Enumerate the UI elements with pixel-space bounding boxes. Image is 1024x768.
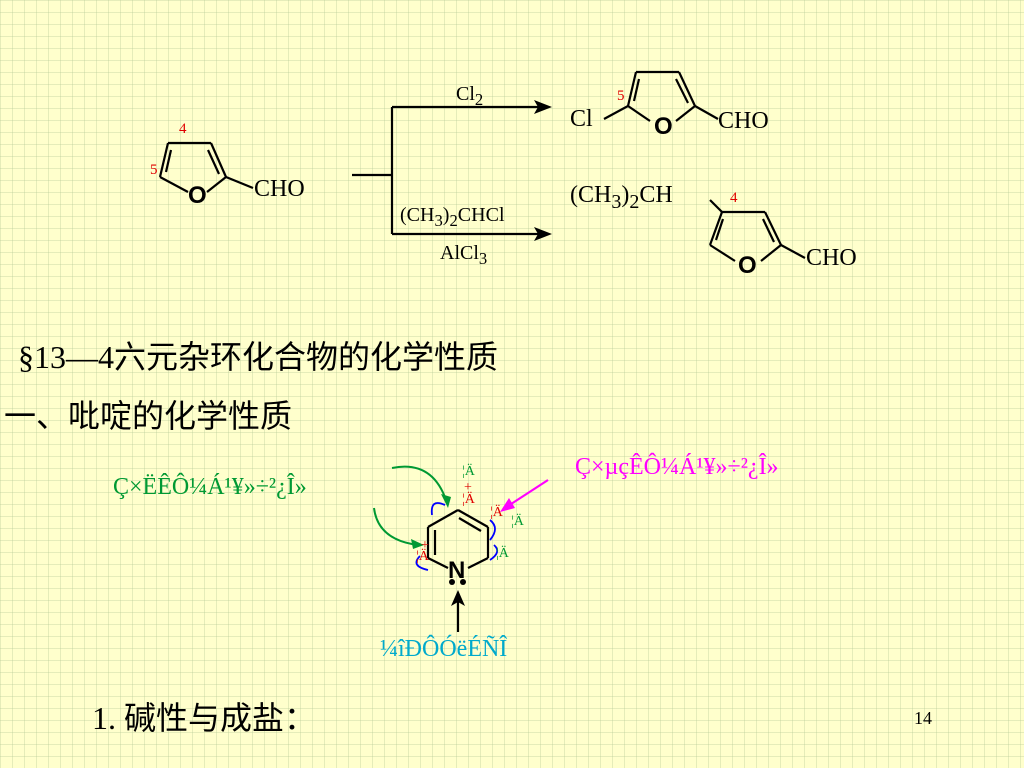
product1-furan-ring (603, 70, 719, 122)
electrophile-arrow-line (507, 479, 549, 507)
reactant-position-4: 4 (179, 121, 187, 137)
reactant-substituent: CHO (254, 176, 305, 202)
charge-mark-left: ¦Ä (416, 549, 429, 564)
charge-mark-right-upper: ¦Ä (490, 505, 503, 520)
reactant-oxygen: O (188, 182, 207, 209)
reactant-position-5: 5 (150, 162, 158, 178)
product2-position-4: 4 (730, 190, 738, 206)
charge-mark-top: ¦Ä (462, 464, 475, 479)
reagent-chlorine: Cl2 (456, 83, 484, 109)
lone-pair-dot-2 (460, 579, 466, 585)
basicity-label: ¼îÐÔÓëÉÑÎ (380, 636, 508, 662)
product1-oxygen: O (654, 113, 673, 140)
section-subtitle: 一、吡啶的化学性质 (4, 398, 293, 434)
charge-mark-right-lower: ¦Ä (496, 546, 509, 561)
product1-chlorine: Cl (570, 106, 593, 132)
electron-flow-arrows (415, 502, 499, 571)
point-basicity-salt: 1. 碱性与成盐： (92, 700, 317, 736)
page-number: 14 (914, 708, 932, 728)
reagent-isopropyl-chloride: (CH3)2CHCl (400, 204, 505, 230)
nucleophile-arrowhead-top (441, 494, 451, 508)
product1-position-5: 5 (617, 88, 625, 104)
nucleophile-arrows (373, 465, 447, 546)
nucleophile-arrowhead-bottom (411, 539, 424, 549)
reactant-furan-ring (158, 141, 254, 193)
product2-furan-ring (708, 199, 806, 262)
arrow-head-top (534, 100, 552, 114)
electrophile-site-label: Ç×µçÊÔ¼Á¹¥»÷²¿Î» (575, 454, 779, 480)
charge-mark-top-lower: ¦Ä (462, 492, 475, 507)
product2-oxygen: O (738, 252, 757, 279)
lone-pair-dot-1 (449, 579, 455, 585)
product2-isopropyl-group: (CH3)2CH (570, 182, 673, 213)
nucleophile-site-label: Ç×ËÊÔ¼Á¹¥»÷²¿Î» (113, 474, 307, 500)
electrophile-arrowhead (500, 498, 515, 512)
charge-plus-left: + (421, 538, 429, 553)
product2-substituent: CHO (806, 245, 857, 271)
section-title: §13—4六元杂环化合物的化学性质 (18, 339, 499, 375)
base-arrow-head (451, 590, 465, 606)
reagent-aluminum-chloride: AlCl3 (440, 242, 488, 268)
arrow-head-bottom (534, 227, 552, 241)
pyridine-nitrogen: N (448, 557, 466, 584)
product1-substituent: CHO (718, 108, 769, 134)
reaction-arrows (352, 105, 545, 236)
charge-plus-top: + (464, 480, 472, 495)
pyridine-ring (426, 509, 490, 569)
charge-mark-right: ¦Ä (511, 514, 524, 529)
